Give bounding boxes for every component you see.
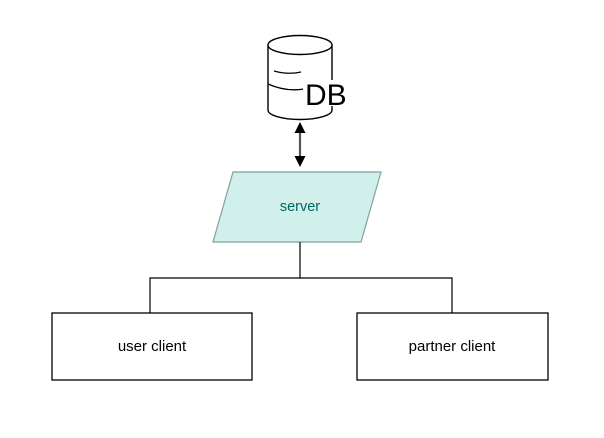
connector-branches bbox=[149, 277, 453, 313]
partner-client-box bbox=[356, 312, 549, 381]
server-label: server bbox=[280, 199, 320, 215]
user-client-node: user client bbox=[51, 312, 253, 381]
db-platter-line-2 bbox=[267, 83, 305, 91]
db-cylinder-top bbox=[267, 34, 333, 56]
database-node: DB bbox=[267, 34, 351, 121]
server-node: server bbox=[212, 171, 382, 243]
partner-client-label: partner client bbox=[409, 338, 497, 355]
user-client-label: user client bbox=[118, 338, 187, 355]
server-shape bbox=[213, 172, 381, 242]
user-client-box bbox=[51, 312, 253, 381]
server-clients-connector bbox=[149, 242, 453, 313]
partner-client-node: partner client bbox=[356, 312, 549, 381]
server-shape-border bbox=[212, 171, 382, 243]
arrow-head-up-icon bbox=[294, 122, 306, 133]
db-label-mask bbox=[303, 80, 351, 106]
db-label: DB bbox=[305, 79, 347, 112]
db-platter-line-1 bbox=[273, 70, 302, 74]
db-server-arrow bbox=[294, 122, 306, 167]
arrow-head-down-icon bbox=[294, 156, 306, 167]
